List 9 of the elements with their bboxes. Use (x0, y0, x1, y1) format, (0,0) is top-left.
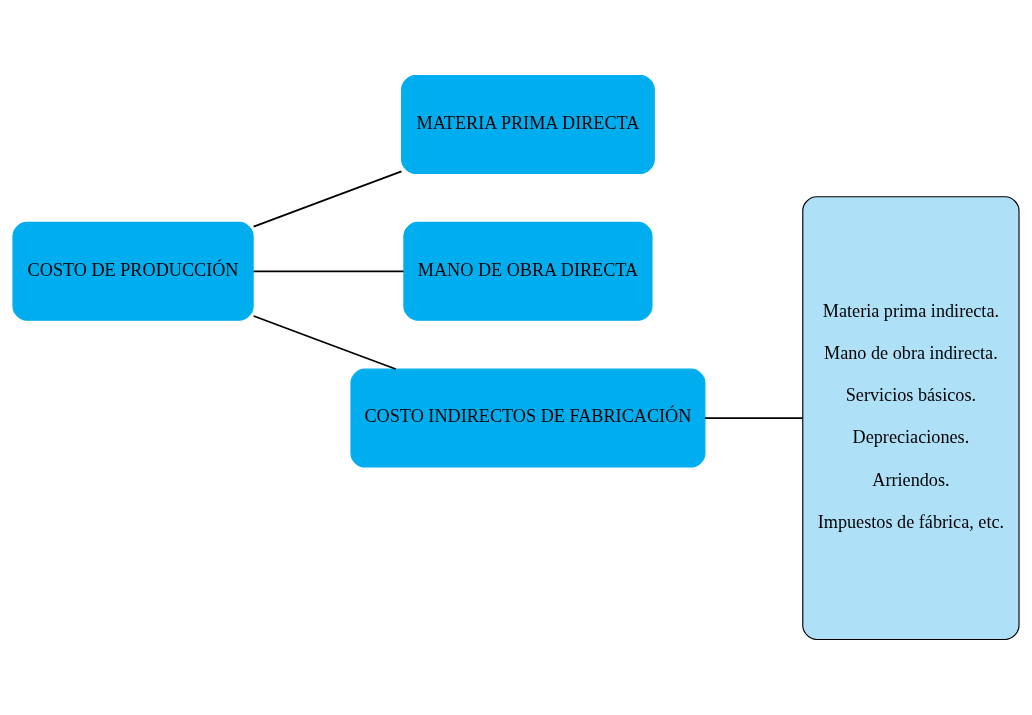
connector (252, 270, 405, 273)
node-box: MANO DE OBRA DIRECTA (403, 221, 653, 321)
node-box: COSTO DE PRODUCCIÓN (12, 221, 254, 321)
connector (704, 417, 804, 419)
connector (252, 170, 403, 228)
node-box: COSTO INDIRECTOS DE FABRICACIÓN (350, 368, 706, 468)
node-box: Materia prima indirecta. Mano de obra indirecta. Servicios básicos. Depreciaciones. Arriendos. Impuestos de fábrica, etc. (802, 196, 1020, 641)
node-box: MATERIA PRIMA DIRECTA (401, 75, 655, 174)
connector (252, 315, 397, 370)
